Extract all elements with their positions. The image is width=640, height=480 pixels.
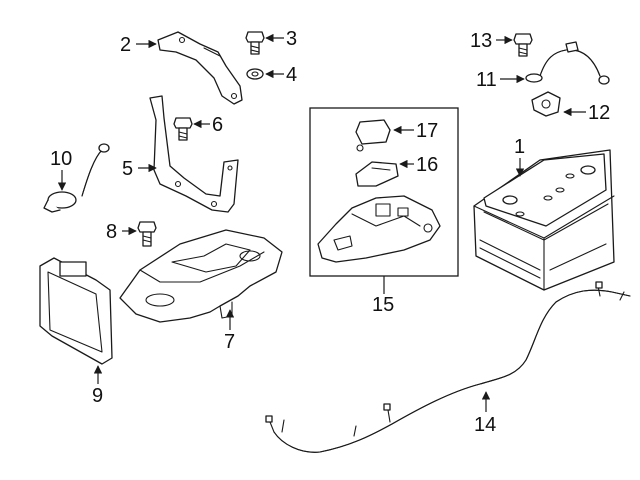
junction-block-15[interactable]: [317, 195, 441, 263]
callout-15: 15: [372, 276, 394, 316]
callout-16: 16: [399, 154, 438, 176]
battery-tray-7[interactable]: [119, 229, 283, 323]
sensor-17[interactable]: [355, 119, 391, 152]
callout-4-label: 4: [286, 64, 297, 86]
ground-cable-11[interactable]: [525, 41, 610, 85]
connector-12[interactable]: [531, 91, 561, 117]
callout-11-label: 11: [476, 69, 497, 91]
callout-6: 6: [193, 114, 223, 136]
callout-14: 14: [474, 391, 496, 436]
hold-down-bracket-upper[interactable]: [157, 31, 243, 105]
callout-9: 9: [92, 365, 103, 407]
bolt-13[interactable]: [513, 33, 533, 57]
callout-5-label: 5: [122, 158, 133, 180]
callout-10: 10: [50, 148, 72, 191]
callout-17-label: 17: [416, 120, 438, 142]
bolt-3[interactable]: [245, 31, 265, 55]
callout-11: 11: [476, 69, 525, 91]
callout-10-label: 10: [50, 148, 72, 170]
callout-7: 7: [224, 309, 235, 353]
bolt-8[interactable]: [137, 221, 157, 247]
callout-2: 2: [120, 34, 157, 56]
washer-4[interactable]: [246, 68, 264, 80]
vent-tube-10[interactable]: [43, 143, 110, 213]
callout-13: 13: [470, 30, 513, 52]
callout-3: 3: [265, 28, 297, 50]
battery-blanket-9[interactable]: [39, 257, 113, 365]
callout-4: 4: [265, 64, 297, 86]
battery-1[interactable]: [473, 149, 615, 291]
callout-8-label: 8: [106, 221, 117, 243]
callout-3-label: 3: [286, 28, 297, 50]
callout-8: 8: [106, 221, 137, 243]
callout-1-label: 1: [514, 136, 525, 158]
bolt-6[interactable]: [173, 117, 193, 141]
callout-2-label: 2: [120, 34, 131, 56]
callout-5: 5: [122, 158, 157, 180]
callout-1: 1: [514, 136, 525, 177]
wiring-harness-14[interactable]: [265, 281, 631, 453]
callout-6-label: 6: [212, 114, 223, 136]
callout-13-label: 13: [470, 30, 492, 52]
callout-9-label: 9: [92, 385, 103, 407]
callout-16-label: 16: [416, 154, 438, 176]
callout-17: 17: [393, 120, 438, 142]
callout-14-label: 14: [474, 414, 496, 436]
callout-7-label: 7: [224, 331, 235, 353]
callout-15-label: 15: [372, 294, 394, 316]
fuse-link-16[interactable]: [355, 161, 399, 187]
hold-down-bracket-side[interactable]: [149, 95, 239, 213]
callout-12-label: 12: [588, 102, 610, 124]
callout-12: 12: [563, 102, 610, 124]
